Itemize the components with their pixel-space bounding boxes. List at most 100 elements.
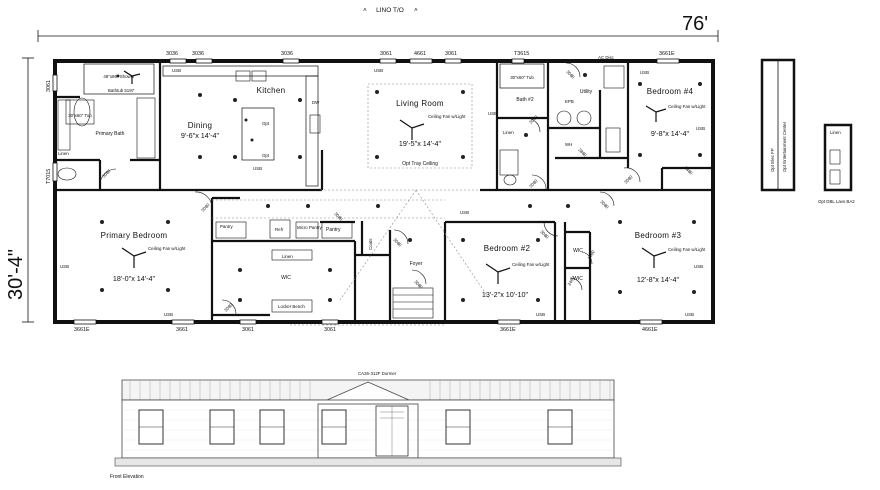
doors bbox=[99, 62, 641, 315]
primary-bedroom-label: Primary Bedroom bbox=[101, 231, 168, 240]
ceiling-fan-icon bbox=[645, 105, 667, 122]
front-elevation: CA26-312F Dormer bbox=[110, 371, 622, 480]
window-b4661e: 4661E bbox=[642, 327, 658, 333]
wic2-label: WIC bbox=[573, 248, 583, 254]
window-3061a: 3061 bbox=[380, 51, 392, 57]
ceiling-fan-icon bbox=[123, 70, 141, 84]
fan-label-bed3: Ceiling Fan w/Light bbox=[668, 247, 706, 252]
window-3036c: 3036 bbox=[281, 51, 293, 57]
dw-label: DW bbox=[312, 100, 320, 105]
door-3080-label: 3080 bbox=[599, 199, 610, 210]
bedroom2-dimension: 13'-2"x 10'-10" bbox=[482, 290, 529, 299]
door-3080-label: 3080 bbox=[528, 178, 539, 189]
window-3061b: 3061 bbox=[445, 51, 457, 57]
window-4661: 4661 bbox=[414, 51, 426, 57]
door-3080-label: 3080 bbox=[623, 174, 634, 185]
usb-label: USB bbox=[685, 312, 694, 317]
side-details: Opt Elec FP Opt Entertainment Center Lin… bbox=[760, 58, 855, 204]
opt-label-1: Opt bbox=[262, 121, 270, 126]
door-2480-label: 2480 bbox=[567, 275, 576, 286]
usb-label: USB bbox=[172, 68, 181, 73]
usb-label: USB bbox=[488, 111, 497, 116]
living-room-dimension: 19'-5"x 14'-4" bbox=[399, 139, 442, 148]
depth-dimension: 30'-4" bbox=[5, 249, 27, 300]
bedroom2-label: Bedroom #2 bbox=[484, 244, 531, 253]
side-linen-label: Linen bbox=[830, 130, 841, 135]
door-3080-label: 3080 bbox=[101, 168, 112, 179]
door-3080-label: 3080 bbox=[565, 69, 576, 80]
utility-label: Utility bbox=[580, 89, 593, 95]
opt-dbl-lavs-label: Opt DBL Lavs BA2 bbox=[818, 199, 855, 204]
usb-label: USB bbox=[694, 264, 703, 269]
dashed-lines bbox=[212, 83, 491, 326]
fan-label-living: Ceiling Fan w/Light bbox=[428, 114, 466, 119]
door-3080-label: 3080 bbox=[200, 202, 211, 213]
ceiling-fan-icon bbox=[399, 119, 425, 140]
primary-linen-label: Linen bbox=[58, 151, 69, 156]
micro-pantry-label: Micro Pantry bbox=[297, 225, 322, 230]
bedroom3-dimension: 12'-8"x 14'-4" bbox=[637, 275, 680, 284]
fixtures: DW Opt Opt 48"x96" Shower Bathtub 5197 3… bbox=[57, 55, 625, 319]
dryer-icon bbox=[576, 110, 592, 126]
room-labels: Kitchen Dining 9'-6"x 14'-4" Living Room… bbox=[96, 86, 694, 299]
bedroom3-label: Bedroom #3 bbox=[635, 231, 682, 240]
door-labels: 3080 3080 3080 3080 3080 3080 3080 3080 … bbox=[101, 69, 694, 313]
wh-label: WH bbox=[565, 142, 572, 147]
ac-disc-label: AC Disc bbox=[598, 55, 615, 60]
width-dimension: 76' bbox=[682, 13, 708, 35]
front-elevation-label: Front Elevation bbox=[110, 474, 144, 480]
window-t3615: T3615 bbox=[514, 51, 529, 57]
windows: 3036 3036 3036 3061 4661 3061 T3615 3661… bbox=[46, 51, 680, 333]
usb-label: USB bbox=[253, 166, 262, 171]
window-3061-left: 3061 bbox=[46, 80, 52, 92]
washer-icon bbox=[556, 110, 572, 126]
usb-label: USB bbox=[696, 126, 705, 131]
door-3080-label: 3080 bbox=[333, 211, 344, 222]
interior-walls bbox=[53, 61, 713, 322]
usb-label: USB bbox=[536, 312, 545, 317]
door-2480-label: 2480 bbox=[587, 249, 596, 260]
bath2-linen-label: Linen bbox=[503, 130, 514, 135]
opt-label-2: Opt bbox=[262, 153, 270, 158]
primary-bedroom-dimension: 18'-0"x 14'-4" bbox=[113, 274, 156, 283]
epb-label: EPB bbox=[565, 99, 574, 104]
door-3080-label: 3080 bbox=[528, 114, 539, 125]
ceiling-fan-icon bbox=[121, 247, 147, 268]
foyer-stairs bbox=[392, 287, 434, 319]
opt-elec-fp-label: Opt Elec FP bbox=[770, 148, 775, 172]
window-b3661: 3661 bbox=[176, 327, 188, 333]
door-2480-label: 2480 bbox=[683, 165, 694, 176]
refr-label: Refr bbox=[275, 227, 284, 232]
living-room-label: Living Room bbox=[396, 99, 444, 108]
opt-entertainment-label: Opt Entertainment Center bbox=[782, 121, 787, 172]
dining-dimension: 9'-6"x 14'-4" bbox=[181, 131, 220, 140]
usb-label: USB bbox=[164, 312, 173, 317]
lino-label: LINO T/O bbox=[376, 7, 404, 14]
door-3080-label: 3080 bbox=[539, 229, 550, 240]
window-t7015: T7015 bbox=[46, 169, 52, 184]
window-b3661e-a: 3661E bbox=[74, 327, 90, 333]
primary-bath-label: Primary Bath bbox=[96, 131, 125, 137]
bath2-label: Bath #2 bbox=[516, 97, 533, 103]
door-3080-label: 3080 bbox=[413, 279, 424, 290]
wic-label: WIC bbox=[281, 275, 291, 281]
door-3080-label: 3080 bbox=[392, 237, 403, 248]
ceiling-fan-icon bbox=[485, 263, 511, 284]
coats-label: Coats bbox=[368, 238, 373, 250]
light-fixtures bbox=[100, 73, 702, 302]
bedroom4-label: Bedroom #4 bbox=[647, 87, 694, 96]
tray-ceiling-label: Opt Tray Ceiling bbox=[402, 161, 438, 167]
fan-label-bed4: Ceiling Fan w/Light bbox=[668, 104, 706, 109]
usb-label: USB bbox=[374, 68, 383, 73]
locker-bench-label: Locker Bench bbox=[278, 304, 305, 309]
ceiling-fan-icon bbox=[641, 247, 667, 268]
fan-label-primary: Ceiling Fan w/Light bbox=[148, 246, 186, 251]
toilet-icon bbox=[57, 167, 77, 181]
bath2-tub-label: 30"x60" Tub bbox=[510, 75, 534, 80]
primary-tub-label: 30"x60" Tub bbox=[68, 113, 92, 118]
usb-label: USB bbox=[460, 210, 469, 215]
bathtub-label: Bathtub 5197 bbox=[108, 88, 135, 93]
usb-label: USB bbox=[640, 70, 649, 75]
pantry2-label: Pantry bbox=[326, 227, 341, 233]
